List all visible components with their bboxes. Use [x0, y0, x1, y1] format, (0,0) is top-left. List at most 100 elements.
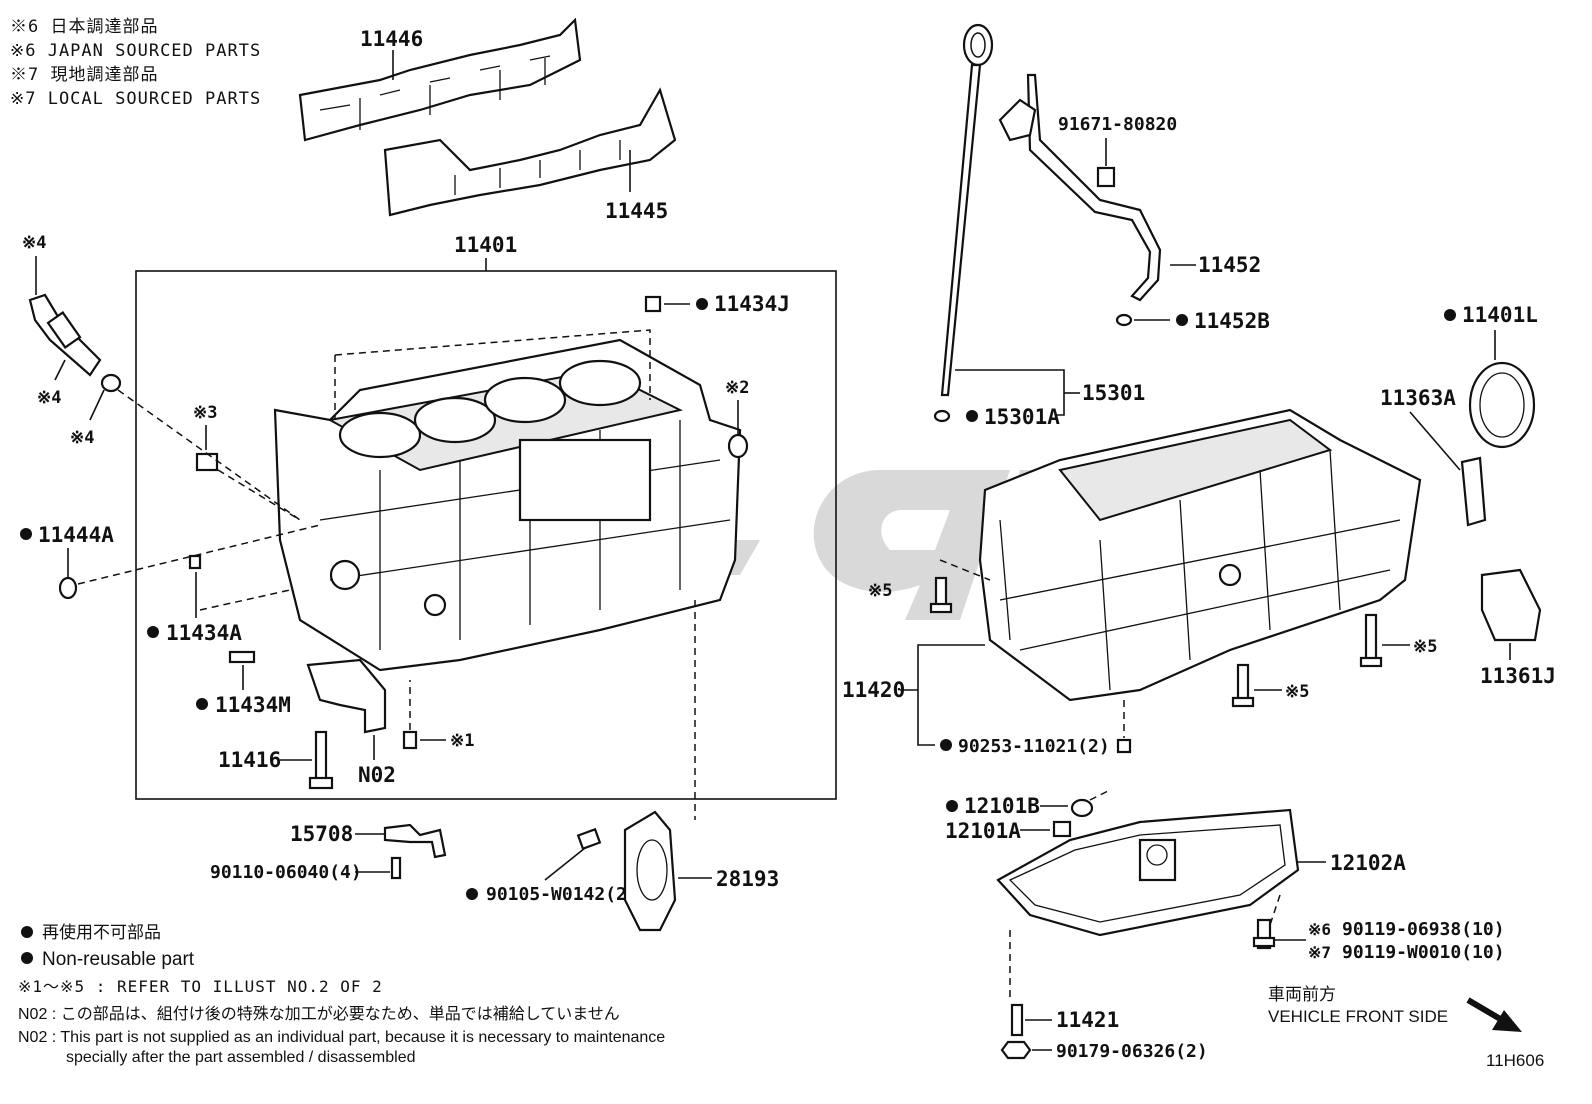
- nonreusable-dot-15301A: [966, 410, 978, 422]
- label-91671[interactable]: 91671-80820: [1058, 114, 1177, 135]
- oil-control-valve[interactable]: [28, 293, 102, 377]
- nut-90179[interactable]: [1000, 1040, 1032, 1060]
- nonreusable-dot-11434A: [147, 626, 159, 638]
- gasket-12101B[interactable]: [1070, 798, 1094, 818]
- label-11434J[interactable]: 11434J: [714, 292, 790, 316]
- o-ring-11452B[interactable]: [1115, 313, 1133, 327]
- label-90110[interactable]: 90110-06040(4): [210, 862, 362, 883]
- dipstick-guide-11452[interactable]: [998, 73, 1162, 302]
- pin-11434M[interactable]: [228, 650, 256, 664]
- bolt-90110[interactable]: [390, 856, 402, 880]
- nonreusable-dot-11444A: [20, 528, 32, 540]
- header-note-2: ※6 JAPAN SOURCED PARTS: [10, 41, 261, 61]
- header-note-3: ※7 現地調達部品: [10, 65, 158, 85]
- dipstick-15301[interactable]: [940, 23, 994, 397]
- mark-7: ※7: [1308, 943, 1331, 962]
- label-N02[interactable]: N02: [358, 763, 396, 787]
- label-11444A[interactable]: 11444A: [38, 523, 114, 547]
- pin-90253[interactable]: [1116, 738, 1132, 754]
- label-12101A[interactable]: 12101A: [945, 819, 1021, 843]
- legend-refer: ※1～※5 : REFER TO ILLUST NO.2 OF 2: [18, 977, 383, 996]
- insulator-11446[interactable]: [298, 17, 582, 142]
- label-11446[interactable]: 11446: [360, 27, 423, 51]
- label-15301[interactable]: 15301: [1082, 381, 1145, 405]
- label-12102A[interactable]: 12102A: [1330, 851, 1406, 875]
- label-12101B[interactable]: 12101B: [964, 794, 1040, 818]
- bolt-90105[interactable]: [576, 827, 602, 851]
- label-28193[interactable]: 28193: [716, 867, 779, 891]
- label-11420[interactable]: 11420: [842, 678, 905, 702]
- label-11363A[interactable]: 11363A: [1380, 386, 1456, 410]
- mark-5a: ※5: [868, 581, 892, 601]
- pin-mark1[interactable]: [402, 730, 418, 750]
- mark-6: ※6: [1308, 920, 1331, 939]
- gasket-28193[interactable]: [623, 810, 677, 932]
- label-90179[interactable]: 90179-06326(2): [1056, 1041, 1208, 1062]
- bolt-11416[interactable]: [314, 730, 328, 784]
- legend-n02-en2: specially after the part assembled / dis…: [66, 1049, 416, 1066]
- nonreusable-dot-90105: [466, 888, 478, 900]
- nonreusable-dot-11434M: [196, 698, 208, 710]
- nonreusable-dot-11434J: [696, 298, 708, 310]
- mark-4b: ※4: [37, 388, 61, 408]
- bearing-cap-N02[interactable]: [306, 658, 387, 734]
- label-11452B[interactable]: 11452B: [1194, 309, 1270, 333]
- insulator-11445[interactable]: [383, 87, 677, 217]
- mark-5c: ※5: [1413, 637, 1437, 657]
- label-15708[interactable]: 15708: [290, 822, 353, 846]
- mark-3: ※3: [193, 403, 217, 423]
- o-ring-mark4[interactable]: [100, 373, 122, 393]
- nonreusable-dot-90253: [940, 739, 952, 751]
- label-11434M[interactable]: 11434M: [215, 693, 291, 717]
- legend-dot-2: [21, 952, 33, 964]
- bolt-mark5c[interactable]: [1364, 613, 1378, 662]
- dowel-11434J[interactable]: [644, 295, 662, 313]
- label-11421[interactable]: 11421: [1056, 1008, 1119, 1032]
- legend-nonreusable-jp: 再使用不可部品: [42, 922, 161, 942]
- legend-nonreusable-en: Non-reusable part: [42, 949, 195, 970]
- oil-pan-12102A[interactable]: [996, 808, 1300, 937]
- plug-mark2[interactable]: [727, 433, 749, 459]
- crankcase-11420[interactable]: [978, 408, 1422, 702]
- label-90105[interactable]: 90105-W0142(2): [486, 884, 638, 905]
- o-ring-15301A[interactable]: [933, 409, 951, 423]
- retainer-11363A[interactable]: [1460, 456, 1487, 527]
- nonreusable-dot-11452B: [1176, 314, 1188, 326]
- label-11401L[interactable]: 11401L: [1462, 303, 1538, 327]
- bolt-mark5a[interactable]: [934, 576, 948, 608]
- mark-4a: ※4: [22, 233, 46, 253]
- mark-4c: ※4: [70, 428, 94, 448]
- label-15301A[interactable]: 15301A: [984, 405, 1060, 429]
- label-11434A[interactable]: 11434A: [166, 621, 242, 645]
- label-11361J[interactable]: 11361J: [1480, 664, 1556, 688]
- plug-mark3[interactable]: [195, 452, 219, 472]
- front-direction-arrow-icon: [1466, 997, 1522, 1032]
- label-90119a[interactable]: 90119-06938(10): [1342, 919, 1505, 940]
- label-11445[interactable]: 11445: [605, 199, 668, 223]
- dash-11434J: [334, 329, 651, 400]
- bolt-mark5b[interactable]: [1236, 663, 1250, 702]
- label-11452[interactable]: 11452: [1198, 253, 1261, 277]
- stud-11421[interactable]: [1010, 1003, 1024, 1037]
- header-note-1: ※6 日本調達部品: [10, 17, 158, 37]
- oil-jet-15708[interactable]: [383, 823, 447, 859]
- label-90253[interactable]: 90253-11021(2): [958, 736, 1110, 757]
- header-notes: ※6 日本調達部品 ※6 JAPAN SOURCED PARTS ※7 現地調達…: [10, 17, 261, 109]
- cylinder-block[interactable]: [273, 338, 742, 672]
- label-90119b[interactable]: 90119-W0010(10): [1342, 942, 1505, 963]
- direction-jp: 車両前方: [1268, 985, 1336, 1004]
- legend-n02-jp: N02 : この部品は、組付け後の特殊な加工が必要なため、単品では補給していませ…: [18, 1005, 620, 1023]
- label-11401[interactable]: 11401: [454, 233, 517, 257]
- cover-11361J[interactable]: [1480, 568, 1542, 642]
- bolt-91671[interactable]: [1096, 166, 1116, 188]
- label-11416[interactable]: 11416: [218, 748, 281, 772]
- legend-dot-1: [21, 926, 33, 938]
- nonreusable-dot-12101B: [946, 800, 958, 812]
- pin-11434A[interactable]: [188, 554, 202, 570]
- mark-1: ※1: [450, 731, 474, 751]
- direction-en: VEHICLE FRONT SIDE: [1268, 1007, 1448, 1026]
- o-ring-11444A[interactable]: [58, 576, 78, 600]
- drain-plug-12101A[interactable]: [1052, 820, 1072, 838]
